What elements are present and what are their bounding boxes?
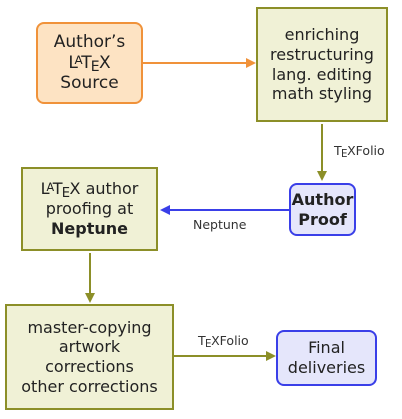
edge-label-texfolio-1: TEXFolio [334, 143, 385, 161]
final-deliveries-node: Final deliveries [276, 330, 377, 386]
master-line-2: artwork [58, 337, 121, 357]
enrich-line-4: math styling [271, 84, 373, 104]
enrichment-node: enriching restructuring lang. editing ma… [256, 7, 388, 122]
final-line-1: Final [308, 338, 345, 358]
author-proof-node: Author Proof [289, 183, 356, 236]
master-line-3: corrections [45, 357, 134, 376]
enrich-line-3: lang. editing [271, 64, 373, 84]
proofing-line-2: proofing at [45, 199, 134, 219]
enrich-line-2: restructuring [270, 44, 374, 64]
edge-label-texfolio-2: TEXFolio [198, 333, 249, 351]
source-line-1: Author’s [53, 31, 126, 52]
source-latex-logo: LATEX [68, 52, 111, 75]
master-line-4: other corrections [21, 376, 158, 396]
latex-author-proofing-node: LATEX author proofing at Neptune [21, 167, 158, 251]
master-line-1: master-copying [27, 317, 152, 337]
author-proof-line-2: Proof [298, 209, 347, 229]
author-proof-line-1: Author [291, 189, 354, 209]
proofing-line-3: Neptune [51, 219, 128, 238]
edge-label-neptune: Neptune [193, 217, 247, 232]
source-line-3: Source [60, 73, 119, 94]
authors-latex-source-node: Author’s LATEX Source [36, 22, 143, 104]
master-copying-node: master-copying artwork corrections other… [5, 304, 174, 410]
proofing-line-1: LATEX author [40, 179, 139, 202]
enrich-line-1: enriching [284, 25, 360, 45]
final-line-2: deliveries [287, 358, 366, 377]
